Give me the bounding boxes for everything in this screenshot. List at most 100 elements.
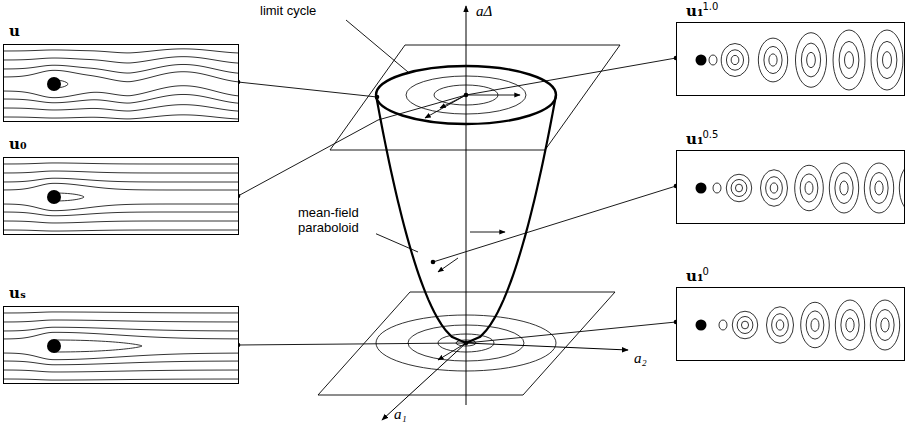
mode-contour (905, 173, 906, 204)
mode-contour (835, 300, 864, 350)
streamline (4, 327, 238, 331)
orbit (406, 76, 526, 114)
panel-frame (3, 306, 239, 384)
mode-contour (845, 52, 854, 69)
mode-contour (840, 181, 848, 195)
mode-contour (731, 55, 739, 64)
mode-contour (835, 173, 853, 204)
panel-heading: u₁0 (686, 267, 709, 284)
streamline (4, 353, 238, 360)
leader-line (238, 343, 466, 345)
axis-label: a₁ (392, 406, 409, 423)
field-superscript: 0.5 (702, 129, 718, 140)
streamline (4, 171, 238, 173)
streamline (4, 379, 238, 380)
leader-dot (375, 95, 380, 100)
flow-field (677, 151, 905, 224)
panel-frame (3, 157, 239, 235)
streamline (4, 94, 238, 103)
field-superscript: 0 (702, 266, 708, 277)
mode-contour (764, 46, 782, 73)
leader-line (372, 232, 418, 252)
mode-contour (735, 184, 742, 192)
limit-cycle (376, 66, 556, 124)
mode-contour (839, 41, 859, 78)
streamline (4, 115, 238, 119)
flow-arrow (466, 95, 520, 96)
mode-contour (801, 302, 830, 348)
streamline (4, 332, 238, 339)
flow-field (677, 23, 905, 96)
streamline (4, 221, 238, 223)
streamline (4, 370, 238, 372)
flow-field (4, 45, 239, 122)
cylinder (47, 339, 61, 353)
panel-frame (676, 150, 905, 224)
field-symbol: u (9, 22, 20, 40)
panel-heading: u₀ (9, 137, 26, 152)
panel-heading: u₁1.0 (686, 2, 718, 19)
leader-dot (431, 260, 436, 265)
flow-panel: u₀ (3, 157, 239, 235)
mode-contour (829, 163, 858, 213)
leader-line (346, 20, 408, 72)
cylinder (47, 190, 61, 204)
paraboloid-outline (376, 95, 466, 343)
flow-arrow (438, 258, 458, 272)
streamline (4, 312, 238, 313)
mode-contour (709, 55, 717, 65)
field-symbol: u₀ (9, 135, 26, 153)
field-symbol: u₁ (686, 267, 703, 285)
streamline (4, 64, 238, 73)
panel-frame (676, 287, 905, 361)
mode-contour (899, 163, 905, 213)
field-superscript: 1.0 (702, 1, 718, 12)
streamline (4, 57, 238, 63)
a2-axis (466, 343, 628, 350)
recirculation-bubble (54, 340, 142, 352)
mode-contour (800, 174, 818, 202)
mode-contour (846, 318, 854, 332)
mode-contour (833, 30, 865, 90)
streamline (4, 163, 238, 164)
flow-panel: u₁0 (676, 287, 905, 361)
streamline (4, 204, 238, 211)
mode-contour (864, 163, 893, 213)
cylinder (47, 77, 61, 91)
mode-contour (795, 165, 824, 211)
mode-contour (726, 50, 743, 70)
streamline (4, 49, 238, 53)
leader-line (466, 58, 676, 95)
leader-line (238, 82, 377, 97)
leader-line (238, 95, 466, 196)
mode-contour (713, 183, 721, 193)
flow-arrow (438, 343, 466, 360)
streamline (4, 70, 238, 82)
mode-contour (776, 320, 784, 330)
mode-contour (719, 320, 727, 330)
orbit (376, 315, 556, 371)
panel-heading: u₁0.5 (686, 130, 718, 147)
streamline (4, 86, 238, 98)
mode-contour (805, 182, 813, 195)
mode-contour (732, 311, 757, 339)
cylinder (696, 55, 707, 66)
streamline (4, 230, 238, 231)
axis-label: a₂ (632, 350, 649, 367)
mode-contour (870, 173, 888, 204)
flow-panel: u (3, 44, 239, 122)
mode-contour (883, 52, 892, 69)
field-symbol: u₁ (686, 130, 703, 148)
mode-contour (758, 38, 787, 82)
mode-contour (769, 54, 777, 66)
mode-contour (795, 33, 826, 88)
streamline (4, 320, 238, 322)
streamline (4, 105, 238, 111)
mode-contour (731, 179, 747, 196)
streamline (4, 183, 238, 190)
panel-heading: uₛ (9, 286, 26, 301)
mode-contour (726, 174, 751, 202)
paraboloid-outline (466, 95, 556, 343)
leader-line (433, 186, 676, 262)
